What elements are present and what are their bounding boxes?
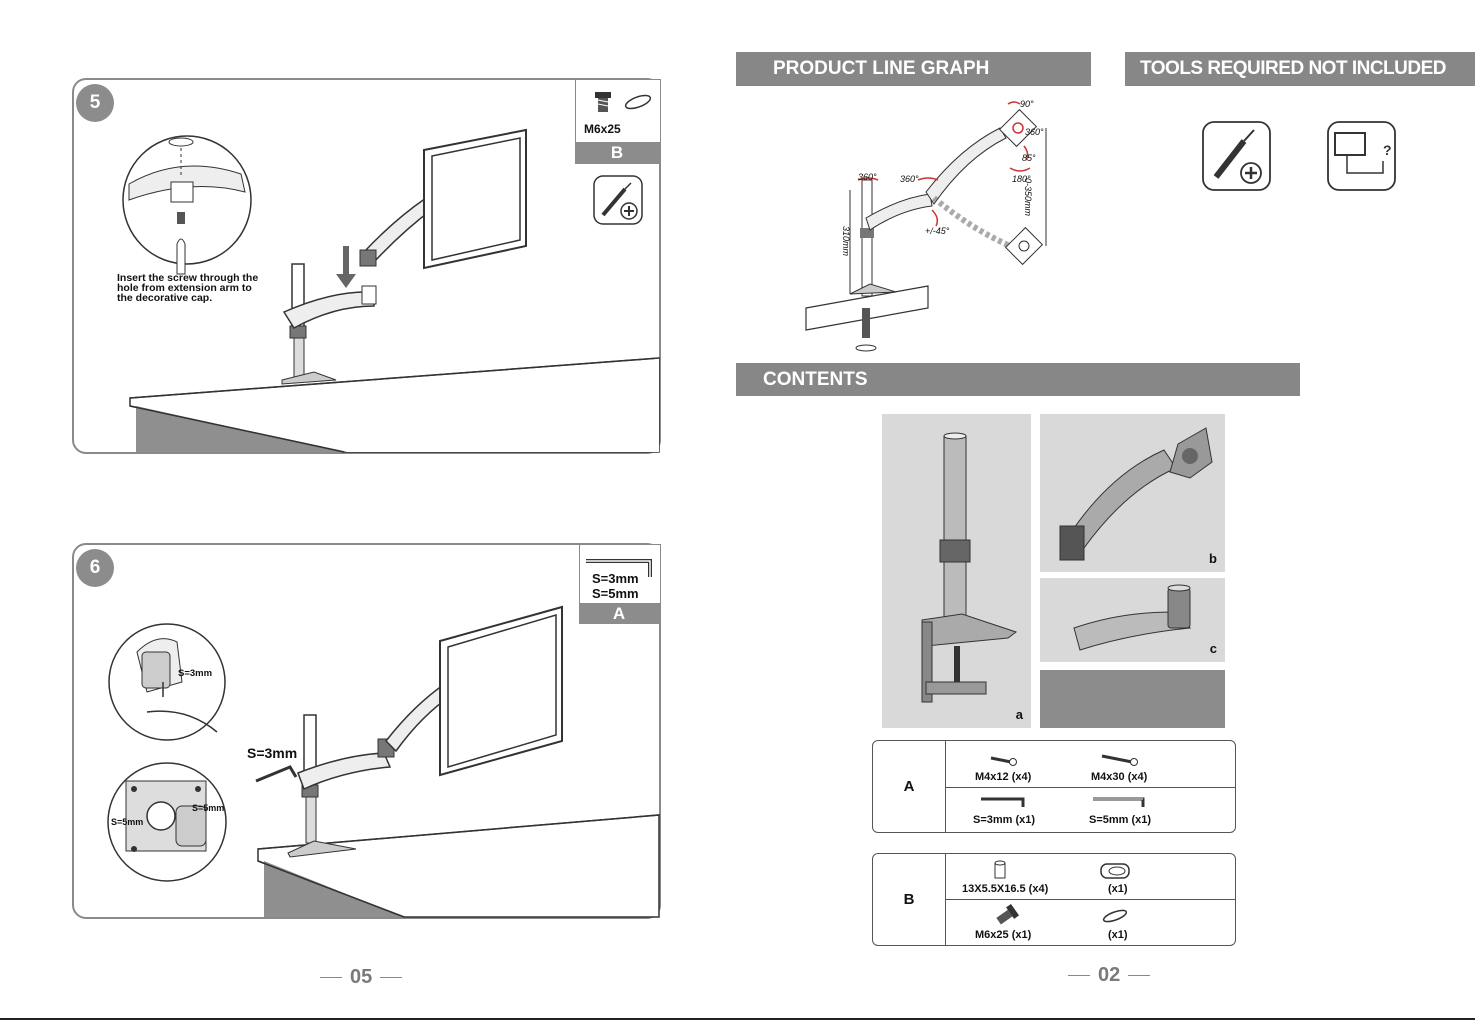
product-line-graph	[805, 101, 1047, 352]
table-b-item-1: 13X5.5X16.5 (x4)	[962, 883, 1049, 895]
screwdriver-icon	[593, 175, 643, 225]
page-number-dash	[320, 976, 342, 979]
table-b-item-2: (x1)	[1108, 883, 1128, 895]
step6-callout-s5-left: S=5mm	[111, 817, 144, 827]
left-page-number-text: 05	[350, 966, 373, 988]
step6-illustration	[255, 605, 660, 918]
page-number-dash	[380, 976, 403, 979]
spacer-icon	[994, 860, 1006, 879]
photo-a-pole: a	[882, 414, 1031, 728]
screw-icon	[595, 92, 652, 112]
screwdriver-icon	[1202, 121, 1271, 191]
table-a-item-2: M4x30 (x4)	[1091, 771, 1148, 783]
step5-part-letter: B	[575, 142, 659, 164]
step6-part-letter: A	[579, 604, 659, 624]
screw-icon	[996, 903, 1020, 925]
photo-c-label: c	[1209, 641, 1217, 656]
cable-clip-icon	[1100, 863, 1130, 879]
step5-panel: 5 M6x25 B Insert the screw through the	[72, 78, 661, 454]
step6-callout-s5-right: S=5mm	[192, 803, 225, 813]
screw-icon	[990, 756, 1017, 766]
allen-wrench-icon	[981, 797, 1025, 807]
table-divider	[945, 787, 1235, 788]
tools-required-header: TOOLS REQUIRED NOT INCLUDED	[1125, 52, 1475, 86]
photo-blank-box	[1040, 670, 1225, 728]
step5-part-size: M6x25	[584, 122, 621, 136]
step6-callout-s3: S=3mm	[178, 668, 213, 679]
extension-arm-image	[1073, 584, 1192, 651]
step6-wrench-size-2: S=5mm	[592, 586, 639, 601]
graph-label-range: 0-350mm	[1023, 178, 1033, 217]
graph-label-height: 310mm	[841, 226, 851, 257]
left-page-number: 05	[320, 966, 403, 989]
allen-wrench-icon	[586, 559, 652, 577]
step6-badge: 6	[76, 549, 114, 587]
step6-wrench-size-1: S=3mm	[592, 571, 639, 586]
step5-instruction-3: the decorative cap.	[117, 292, 213, 304]
product-line-graph-header: PRODUCT LINE GRAPH	[736, 52, 1091, 86]
table-b-letter: B	[873, 854, 946, 945]
photo-b-label: b	[1209, 551, 1217, 566]
page-number-dash	[1128, 974, 1151, 977]
step5-instruction-1: Insert the screw through the	[117, 272, 259, 284]
step6-detail-circle-bottom	[107, 762, 227, 882]
step5-badge: 5	[76, 84, 114, 122]
page-bottom-rule	[0, 1018, 1475, 1020]
graph-label-85: 85°	[1022, 153, 1036, 163]
graph-label-90: 90°	[1020, 99, 1034, 109]
step6-main-label: S=3mm	[247, 745, 298, 761]
step6-detail-circle-top	[108, 623, 226, 741]
graph-label-360-right: 360°	[1025, 127, 1044, 137]
step5-detail-circle	[122, 135, 252, 275]
photo-c-extension: c	[1040, 578, 1225, 662]
graph-label-180: 180°	[1012, 174, 1031, 184]
svg-text:?: ?	[1383, 142, 1392, 158]
pole-image	[921, 432, 1018, 703]
parts-table-b: B 13X5.5X16.5 (x4) (x1) M6x25 (x1) (x1)	[872, 853, 1236, 946]
step6-part-box: S=3mm S=5mm	[579, 544, 661, 604]
allen-wrench-icon	[1093, 797, 1145, 807]
step6-panel: 6 S=3mm S=5mm A S=3mm S=5mm S=5mm S=3mm	[72, 543, 661, 919]
graph-label-tilt: +/-45°	[925, 226, 950, 236]
page-number-dash	[1068, 974, 1090, 977]
contents-header: CONTENTS	[736, 363, 1300, 396]
table-b-item-3: M6x25 (x1)	[975, 929, 1032, 941]
graph-label-360-left: 360°	[858, 172, 877, 182]
photo-b-arm: b	[1040, 414, 1225, 572]
step5-part-box: M6x25	[575, 79, 661, 143]
table-b-item-4: (x1)	[1108, 929, 1128, 941]
gas-arm-image	[1059, 427, 1213, 561]
cable-tool-icon: ?	[1327, 121, 1396, 191]
table-a-item-1: M4x12 (x4)	[975, 771, 1032, 783]
right-page-number-text: 02	[1098, 964, 1121, 986]
photo-a-label: a	[1015, 707, 1023, 722]
parts-table-a: A M4x12 (x4) M4x30 (x4) S=3mm (x1) S=5mm…	[872, 740, 1236, 833]
graph-label-360-mid: 360°	[900, 174, 919, 184]
table-a-item-4: S=5mm (x1)	[1089, 814, 1152, 826]
screw-icon	[1101, 754, 1138, 766]
table-a-item-3: S=3mm (x1)	[973, 814, 1036, 826]
table-divider	[945, 899, 1235, 900]
step5-instruction-2: hole from extension arm to	[117, 282, 252, 294]
decorative-cap-icon	[1102, 909, 1128, 923]
step5-illustration	[129, 128, 660, 453]
right-page-number: 02	[1068, 964, 1151, 987]
table-a-letter: A	[873, 741, 946, 832]
